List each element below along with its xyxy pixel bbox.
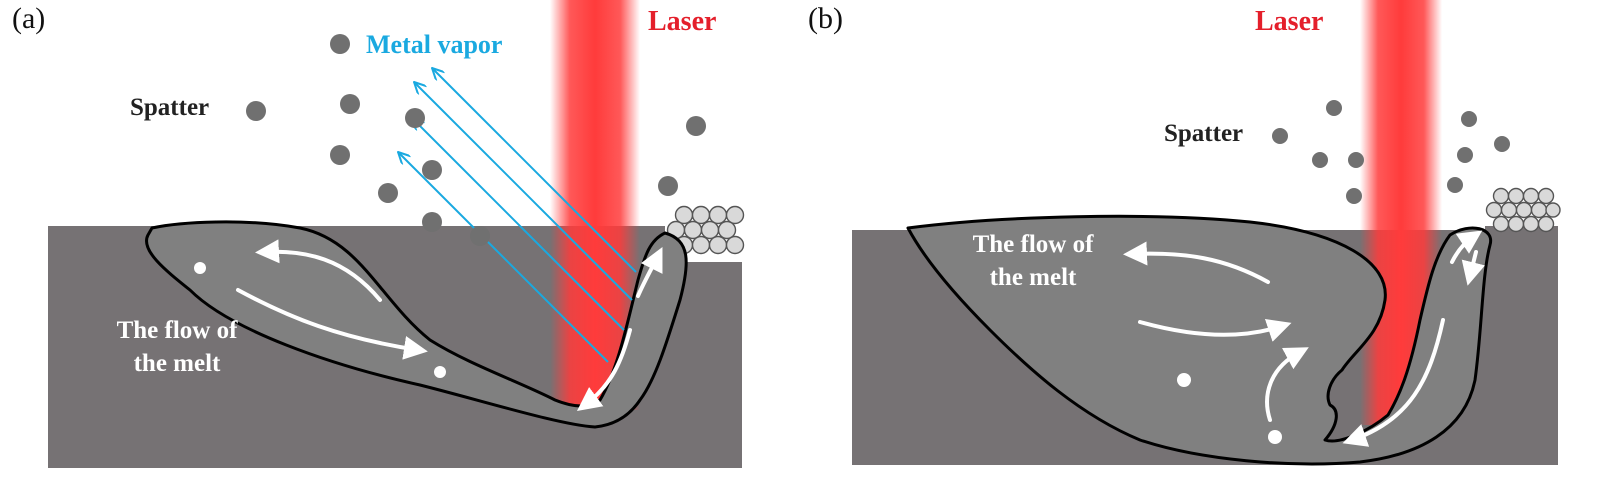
spatter-particle: [1272, 128, 1288, 144]
laser-label-a: Laser: [648, 6, 717, 37]
flow-label-line1: The flow of: [972, 231, 1094, 258]
bubble: [434, 366, 446, 378]
vapor-arrows-a: [398, 68, 637, 363]
spatter-particle: [658, 176, 678, 196]
spatter-particle: [1461, 111, 1477, 127]
flow-label-a: The flow of the melt: [88, 314, 266, 380]
flow-arrow: [236, 288, 428, 360]
flow-arrows-a: [236, 239, 663, 411]
spatter-particle: [1346, 188, 1362, 204]
bubble: [1177, 373, 1191, 387]
vapor-arrow: [432, 68, 637, 273]
flow-arrow: [1342, 318, 1445, 447]
spatter-label-b: Spatter: [1164, 120, 1244, 147]
vapor-arrow: [414, 82, 633, 301]
flow-arrow: [636, 247, 663, 298]
panel-label-b: (b): [808, 2, 843, 35]
panel-a: [48, 0, 745, 468]
flow-arrow: [1461, 250, 1486, 286]
flow-label-b: The flow of the melt: [938, 228, 1128, 294]
spatter-particle: [1326, 100, 1342, 116]
spatter-particle: [1312, 152, 1328, 168]
bubbles-a: [194, 262, 446, 378]
flow-label-line1: The flow of: [116, 317, 238, 344]
bubble: [1268, 430, 1282, 444]
spatter-particle: [1348, 152, 1364, 168]
powder-bed-b: [1485, 187, 1561, 233]
bubbles-b: [1177, 373, 1282, 444]
flow-arrow: [255, 239, 382, 302]
spatter-particle: [330, 34, 350, 54]
spatter-particle: [340, 94, 360, 114]
spatter-particles-a: [246, 34, 706, 246]
spatter-particle: [1494, 136, 1510, 152]
spatter-particle: [405, 108, 425, 128]
spatter-label-a: Spatter: [130, 94, 210, 121]
metal-vapor-label: Metal vapor: [366, 30, 503, 59]
flow-arrows-b: [1123, 230, 1486, 447]
spatter-particle: [470, 226, 490, 246]
melt-pool-a: [145, 220, 688, 429]
laser-label-b: Laser: [1255, 6, 1324, 37]
spatter-particle: [422, 160, 442, 180]
melt-pool-b: [906, 214, 1493, 466]
panel-label-a: (a): [12, 2, 46, 35]
flow-label-line2: the melt: [133, 350, 221, 377]
spatter-particle: [1457, 147, 1473, 163]
spatter-particle: [246, 101, 266, 121]
flow-arrow: [1450, 230, 1483, 264]
spatter-particle: [686, 116, 706, 136]
flow-label-line2: the melt: [989, 264, 1077, 291]
spatter-particle: [330, 145, 350, 165]
flow-arrow: [1138, 319, 1292, 342]
spatter-particles-b: [1272, 100, 1510, 204]
spatter-particle: [422, 212, 442, 232]
vapor-arrow: [398, 152, 609, 363]
bubble: [194, 262, 206, 274]
spatter-particle: [378, 183, 398, 203]
spatter-particle: [1447, 177, 1463, 193]
panel-b: [852, 0, 1561, 466]
vapor-arrow: [412, 118, 625, 331]
flow-arrow: [576, 328, 632, 411]
flow-arrow: [1265, 347, 1309, 422]
flow-arrow: [1123, 241, 1270, 284]
